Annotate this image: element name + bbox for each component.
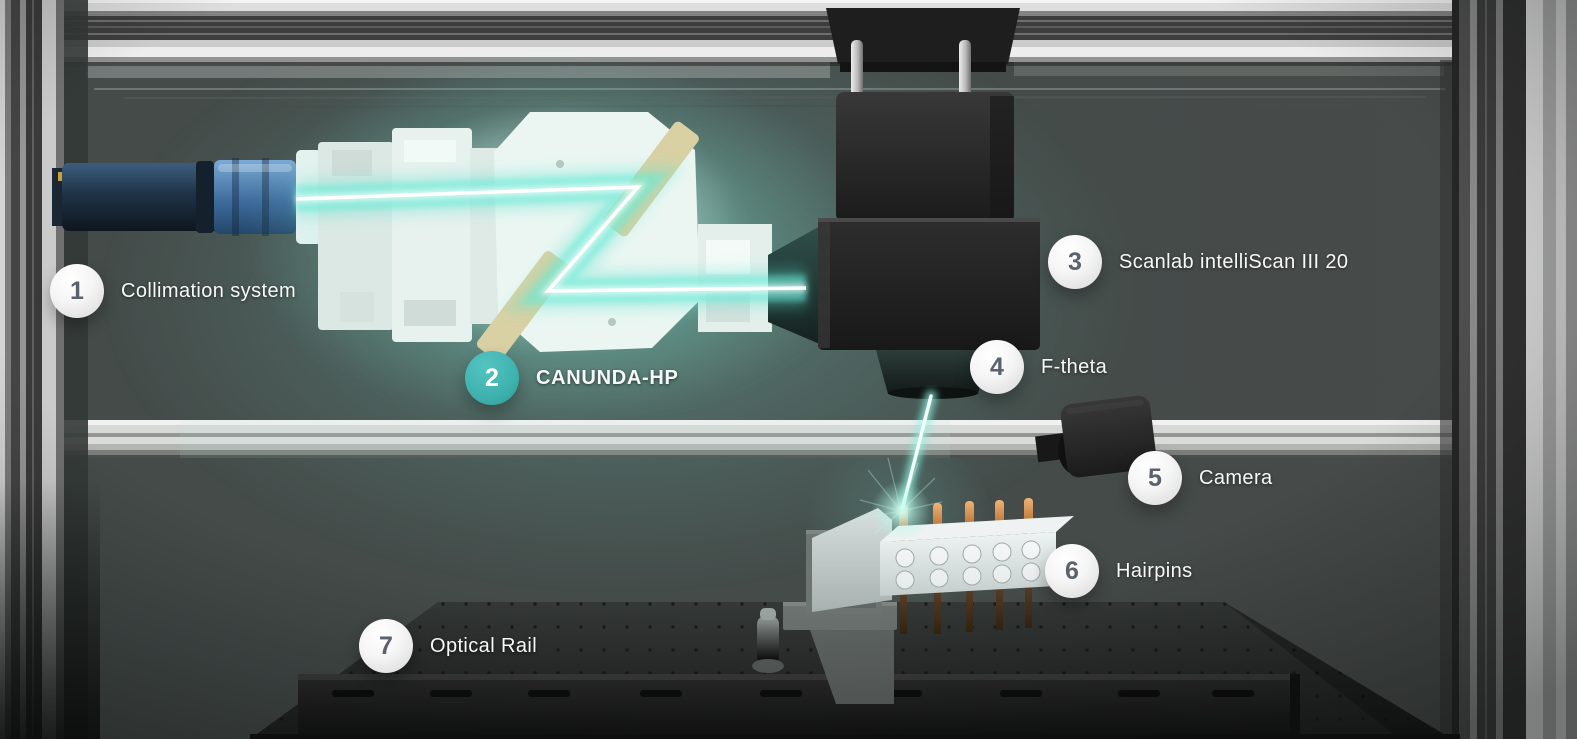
callout-7-number: 7 xyxy=(379,631,393,660)
callout-6-number: 6 xyxy=(1065,556,1079,585)
callout-5-badge: 5 xyxy=(1128,451,1182,505)
callout-collimation-system: 1 Collimation system xyxy=(50,264,296,318)
callout-2-number: 2 xyxy=(485,363,499,392)
callout-scanlab: 3 Scanlab intelliScan III 20 xyxy=(1048,235,1348,289)
callout-4-label: F-theta xyxy=(1041,355,1108,378)
callout-6-label: Hairpins xyxy=(1116,559,1193,582)
callout-5-number: 5 xyxy=(1148,463,1162,492)
callout-1-badge: 1 xyxy=(50,264,104,318)
callout-2-badge: 2 xyxy=(465,351,519,405)
callout-1-number: 1 xyxy=(70,276,84,305)
callout-7-label: Optical Rail xyxy=(430,634,538,657)
callout-1-label: Collimation system xyxy=(121,279,297,302)
callout-7-badge: 7 xyxy=(359,619,413,673)
callout-6-badge: 6 xyxy=(1045,544,1099,598)
callout-optical-rail: 7 Optical Rail xyxy=(359,619,537,673)
callout-5-label: Camera xyxy=(1199,466,1273,489)
callout-canunda-hp: 2 CANUNDA-HP xyxy=(465,351,679,405)
callout-3-number: 3 xyxy=(1068,247,1082,276)
callout-2-label: CANUNDA-HP xyxy=(536,366,679,389)
callout-4-badge: 4 xyxy=(970,340,1024,394)
callout-hairpins: 6 Hairpins xyxy=(1045,544,1193,598)
callout-f-theta: 4 F-theta xyxy=(970,340,1107,394)
callout-4-number: 4 xyxy=(990,352,1004,381)
callout-camera: 5 Camera xyxy=(1128,451,1273,505)
callout-3-label: Scanlab intelliScan III 20 xyxy=(1119,250,1349,273)
callout-3-badge: 3 xyxy=(1048,235,1102,289)
